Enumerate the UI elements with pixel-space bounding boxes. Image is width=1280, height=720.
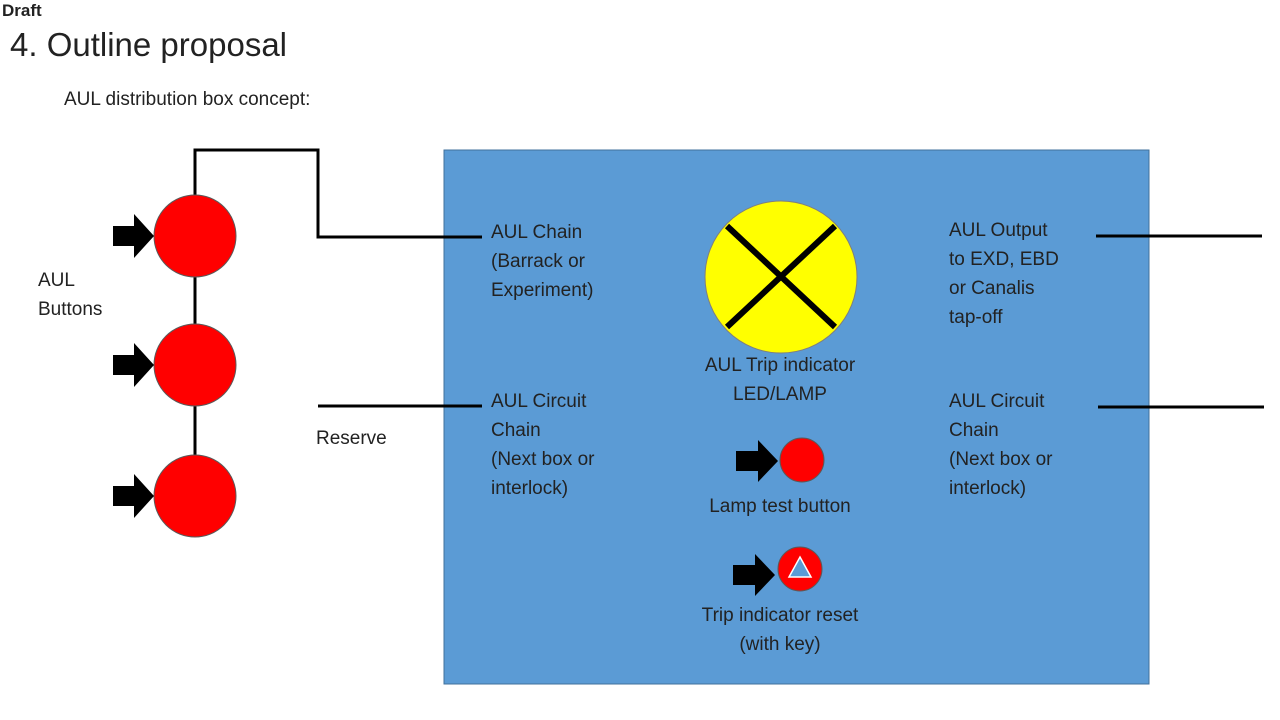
aul-chain-label: AUL Chain (Barrack or Experiment) bbox=[491, 222, 594, 301]
aul-circuit-chain-out-label: AUL Circuit Chain (Next box or interlock… bbox=[949, 391, 1053, 499]
lamp-test-label: Lamp test button bbox=[709, 496, 851, 517]
draft-label: Draft bbox=[2, 1, 42, 20]
lamp-cross-line bbox=[724, 223, 838, 330]
slide-title: 4. Outline proposal bbox=[10, 26, 288, 63]
aul-button-3 bbox=[153, 454, 237, 538]
trip-reset-label: Trip indicator reset (with key) bbox=[701, 605, 859, 655]
button-chain-wire bbox=[193, 148, 482, 455]
trip-indicator-label: AUL Trip indicator LED/LAMP bbox=[704, 355, 856, 405]
aul-circuit-chain-in-label: AUL Circuit Chain (Next box or interlock… bbox=[491, 391, 595, 499]
triangle-up-icon bbox=[787, 555, 813, 578]
arrow-right-icon bbox=[113, 343, 154, 387]
arrow-right-icon bbox=[733, 554, 775, 596]
aul-buttons-label: AUL Buttons bbox=[38, 270, 103, 320]
aul-output-label: AUL Output to EXD, EBD or Canalis tap-of… bbox=[949, 220, 1059, 328]
arrow-right-icon bbox=[736, 440, 778, 482]
lamp-test-button bbox=[779, 437, 825, 483]
reserve-label: Reserve bbox=[316, 428, 387, 449]
aul-button-2 bbox=[153, 323, 237, 407]
arrow-right-icon bbox=[113, 474, 154, 518]
aul-button-1 bbox=[153, 194, 237, 278]
arrow-right-icon bbox=[113, 214, 154, 258]
slide-subtitle: AUL distribution box concept: bbox=[64, 89, 311, 110]
